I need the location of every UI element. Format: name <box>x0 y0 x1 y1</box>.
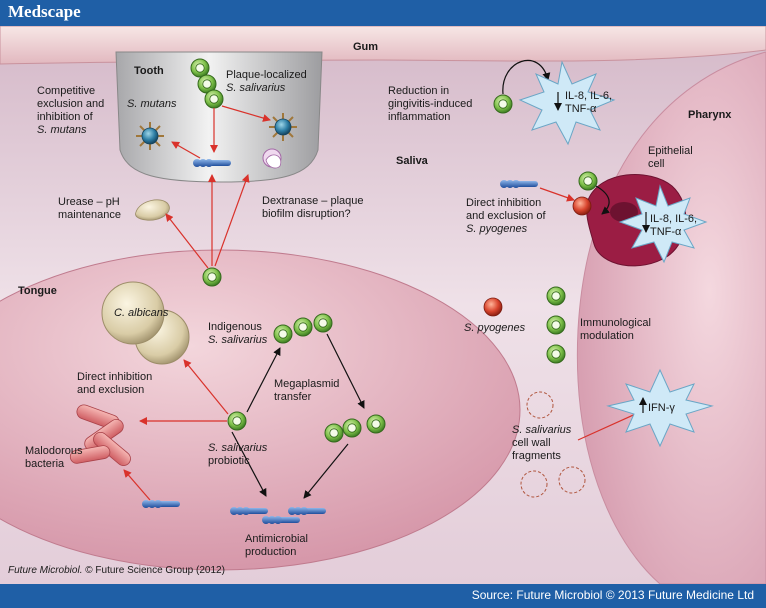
blue-rod-icon-tongue <box>142 500 180 508</box>
citation: Future Microbiol. © Future Science Group… <box>8 565 225 576</box>
feedback-arrow <box>502 60 551 95</box>
antimicrobial-line-1: Antimicrobial <box>245 533 308 545</box>
competitive-line-1: Competitive <box>37 85 95 97</box>
surface-coccus-icon <box>202 267 222 287</box>
immuno-line-2: modulation <box>580 330 634 342</box>
mutans-cell-icon-2 <box>269 113 297 141</box>
dextranase-line-2: biofilm disruption? <box>262 208 351 220</box>
starburst-icon-ifn <box>606 368 714 448</box>
yeast-icon <box>101 281 165 345</box>
region-saliva: Saliva <box>396 155 429 167</box>
epithelial-line-2: cell <box>648 158 665 170</box>
urease-line-2: maintenance <box>58 209 121 221</box>
probiotic-coccus-icon <box>227 411 247 431</box>
blue-rod-icon-tooth <box>193 159 231 167</box>
fragment-to-ifn-arrow <box>577 411 641 441</box>
rod-to-pyogenes-arrow <box>539 187 575 202</box>
probiotic-species: S. salivarius <box>208 442 268 454</box>
gum-coccus-icon <box>493 94 513 114</box>
source-credit: Source: Future Microbiol © 2013 Future M… <box>471 588 754 602</box>
indigenous-species: S. salivarius <box>208 334 268 346</box>
direct-pyogenes-species: S. pyogenes <box>466 223 528 235</box>
citation-rest: © Future Science Group (2012) <box>85 565 225 576</box>
immuno-line-1: Immunological <box>580 317 651 329</box>
direct-pyogenes-line-1: Direct inhibition <box>466 197 541 209</box>
malodorous-line-1: Malodorous <box>25 445 83 457</box>
region-gum: Gum <box>353 41 378 53</box>
antimicrobial-line-2: production <box>245 546 296 558</box>
cytokine-gum-line-2: TNF-α <box>565 103 597 115</box>
brand-logo: Medscape <box>8 2 81 21</box>
cellwall-line-2: fragments <box>512 450 561 462</box>
dextranase-line-1: Dextranase – plaque <box>262 195 364 207</box>
reduction-line-1: Reduction in <box>388 85 449 97</box>
direct-tongue-line-1: Direct inhibition <box>77 371 152 383</box>
competitive-line-3: inhibition of <box>37 111 94 123</box>
reduction-line-3: inflammation <box>388 111 450 123</box>
urease-line-1: Urease – pH <box>58 196 120 208</box>
gum-tissue <box>0 26 766 65</box>
red-coccus-icon <box>483 297 503 317</box>
cellwall-line-1: cell wall <box>512 437 551 449</box>
competitive-line-2: exclusion and <box>37 98 104 110</box>
footer-bar: Source: Future Microbiol © 2013 Future M… <box>0 584 766 608</box>
header-bar: Medscape <box>0 0 766 26</box>
urease-icon <box>135 199 170 221</box>
plaque-species: S. salivarius <box>226 82 286 94</box>
starburst-icon-gum <box>518 60 616 146</box>
direct-pyogenes-line-2: and exclusion of <box>466 210 546 222</box>
cytokine-pharynx-line-2: TNF-α <box>650 226 682 238</box>
region-tongue: Tongue <box>18 285 57 297</box>
cytokine-gum-line-1: IL-8, IL-6, <box>565 90 612 102</box>
cell-wall-fragments-icon <box>520 391 586 498</box>
epithelial-line-1: Epithelial <box>648 145 693 157</box>
tongue-black-arrows <box>231 333 365 499</box>
label-s-mutans: S. mutans <box>127 98 177 110</box>
citation-journal: Future Microbiol. <box>8 565 82 576</box>
megaplasmid-line-1: Megaplasmid <box>274 378 339 390</box>
reduction-line-2: gingivitis-induced <box>388 98 472 110</box>
mutans-cell-icon <box>136 122 164 150</box>
plaque-line-1: Plaque-localized <box>226 69 307 81</box>
dextranase-icon <box>262 148 282 169</box>
region-tooth: Tooth <box>134 65 164 77</box>
attach-arrow <box>595 185 610 215</box>
malodorous-line-2: bacteria <box>25 458 65 470</box>
starburst-icon-pharynx <box>618 184 708 264</box>
megaplasmid-line-2: transfer <box>274 391 312 403</box>
region-pharynx: Pharynx <box>688 109 732 121</box>
cellwall-species: S. salivarius <box>512 424 572 436</box>
red-coccus-icon-attached <box>572 196 592 216</box>
indigenous-line-1: Indigenous <box>208 321 262 333</box>
direct-tongue-line-2: and exclusion <box>77 384 144 396</box>
attached-coccus-icon <box>578 171 598 191</box>
cytokine-pharynx-line-1: IL-8, IL-6, <box>650 213 697 225</box>
tongue-red-arrows <box>123 359 229 501</box>
label-c-albicans: C. albicans <box>114 307 169 319</box>
label-ifn: IFN-γ <box>648 402 675 414</box>
diagram: Gum Tooth Tongue Saliva Pharynx Competit… <box>0 26 766 584</box>
label-s-pyogenes: S. pyogenes <box>464 322 526 334</box>
blue-rod-icon-saliva <box>500 180 538 188</box>
epithelial-nucleus <box>610 202 638 222</box>
immuno-chain-icon <box>546 286 566 364</box>
pink-rod-icon <box>69 404 131 467</box>
competitive-species: S. mutans <box>37 124 87 136</box>
probiotic-line: probiotic <box>208 455 250 467</box>
surface-arrows <box>165 105 271 269</box>
